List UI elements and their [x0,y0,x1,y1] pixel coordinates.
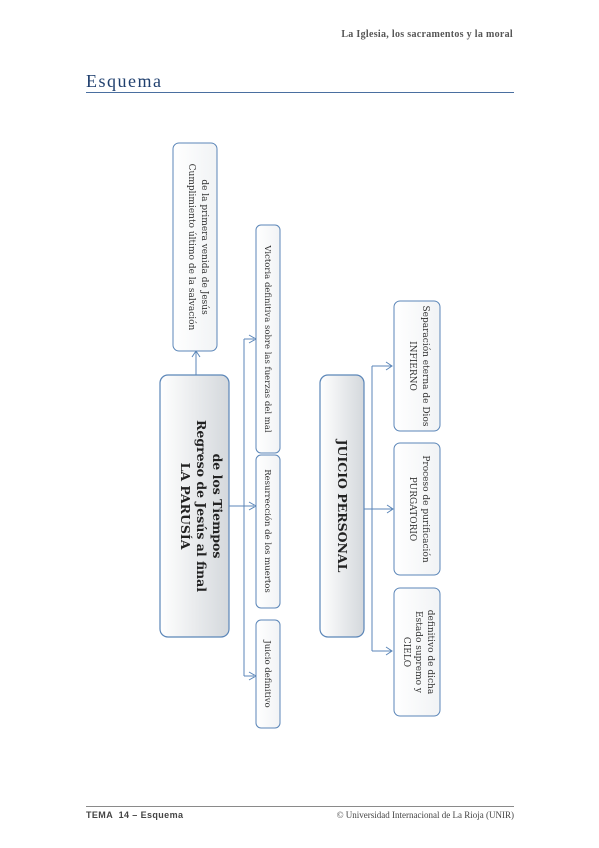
cielo-box: CIELO Estado supremo y definitivo de dic… [393,587,441,717]
footer-copyright: © Universidad Internacional de La Rioja … [336,810,514,820]
cielo-title: CIELO [401,637,411,667]
juicio-definitivo-text: Juicio definitivo [262,639,272,707]
parusia-subtitle-line1: Regreso de Jesús al final [194,420,209,592]
resurreccion-box: Resurrección de los muertos [255,454,281,609]
parusia-title: LA PARUSÍA [178,463,193,550]
connectors [191,334,394,681]
cielo-line1: Estado supremo y [413,611,423,694]
section-title: Esquema [86,71,163,91]
victoria-text: Victoria definitiva sobre las fuerzas de… [262,244,272,433]
infierno-line1: Separación eterna de Dios [420,306,431,427]
victoria-box: Victoria definitiva sobre las fuerzas de… [255,224,281,454]
footer-topic: TEMA 14 – Esquema [86,810,184,820]
juicio-personal-title: JUICIO PERSONAL [335,439,350,573]
purgatorio-title: PURGATORIO [407,477,417,542]
parusia-subtitle-line2: de los Tiempos [210,454,225,559]
purgatorio-box: PURGATORIO Proceso de purificación [393,442,441,576]
purgatorio-line1: Proceso de purificación [420,455,431,562]
cielo-line2: definitivo de dicha [425,610,435,695]
infierno-box: INFIERNO Separación eterna de Dios [393,300,441,432]
cumplimiento-box: Cumplimiento último de la salvación de l… [172,142,218,352]
running-header: La Iglesia, los sacramentos y la moral [341,29,513,40]
juicio-personal-box: JUICIO PERSONAL [319,374,365,638]
juicio-definitivo-box: Juicio definitivo [255,619,281,729]
parusia-box: LA PARUSÍA Regreso de Jesús al final de … [159,374,230,638]
cumplimiento-line2: de la primera venida de Jesús [199,179,210,315]
cumplimiento-line1: Cumplimiento último de la salvación [186,164,197,331]
infierno-title: INFIERNO [407,341,417,391]
title-rule [86,92,514,93]
resurreccion-text: Resurrección de los muertos [262,469,273,593]
footer-rule [86,806,514,807]
